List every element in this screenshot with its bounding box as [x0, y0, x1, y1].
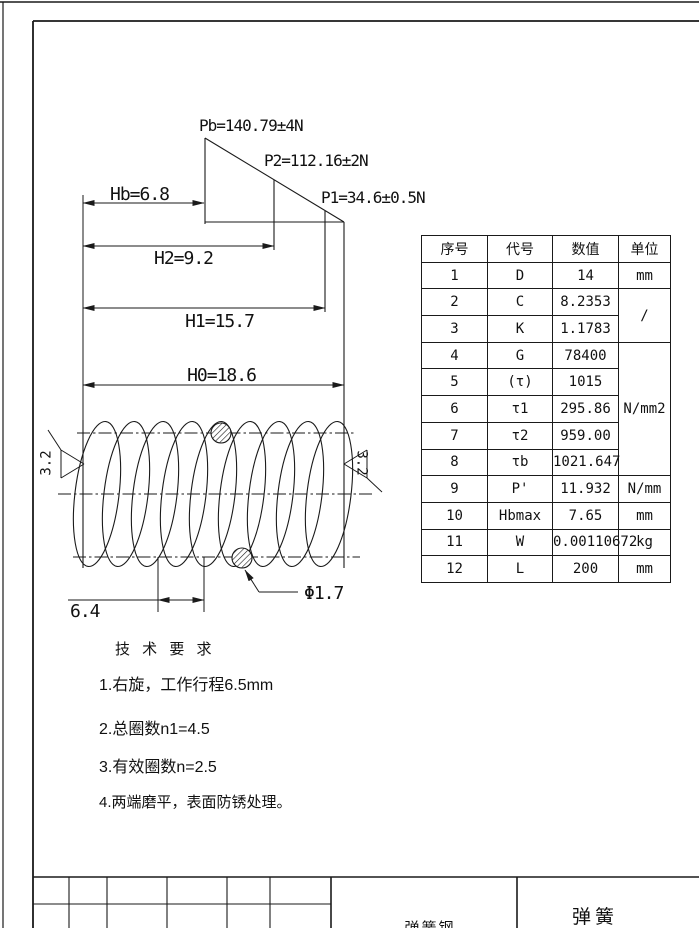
title-block-material: 弹簧钢	[370, 917, 490, 928]
table-row: 9 P' 11.932 N/mm	[421, 475, 671, 503]
unit-cell: mm	[618, 261, 671, 290]
wire-section-top	[210, 422, 232, 444]
load-pb-label: Pb=140.79±4N	[199, 116, 304, 135]
unit-cell: mm	[618, 501, 671, 530]
centerlines	[58, 432, 372, 558]
tech-requirement-item: 3.有效圈数n=2.5	[99, 759, 217, 776]
roughness-right-text: 3.2	[353, 450, 370, 476]
table-header-row: 序号 代号 数值 单位	[421, 235, 671, 263]
tech-requirement-item: 2.总圈数n1=4.5	[99, 721, 210, 738]
title-block-grid	[33, 876, 699, 928]
wire-section-bottom	[231, 547, 253, 569]
table-row: 11 W 0.00110672 kg	[421, 528, 671, 557]
dim-pitch-text: 6.4	[70, 601, 100, 622]
load-p2-label: P2=112.16±2N	[264, 151, 369, 170]
unit-cell: N/mm	[618, 475, 671, 503]
dim-h0-text: H0=18.6	[187, 365, 257, 386]
roughness-left-text: 3.2	[38, 450, 55, 476]
title-block-part-name: 弹簧	[571, 907, 618, 928]
dim-hb-text: Hb=6.8	[109, 184, 170, 205]
unit-cell: kg	[618, 528, 671, 557]
table-row: 6 τ1 295.86	[421, 395, 671, 423]
roughness-symbol-right	[343, 449, 383, 493]
wire-sections	[210, 422, 253, 569]
tech-requirements-title: 技 术 要 求	[115, 641, 216, 658]
spring-coils	[72, 420, 354, 568]
dim-h1-text: H1=15.7	[185, 311, 255, 332]
dimension-lines	[68, 200, 345, 603]
col-header-value: 数值	[552, 235, 619, 263]
parameter-table: 序号 代号 数值 单位 1 D 14 mm 2 C 8.2353 / 3 K 1…	[421, 235, 671, 583]
table-row: 1 D 14 mm	[421, 261, 671, 290]
roughness-symbol-left	[47, 429, 85, 479]
table-row: 8 τb 1021.647	[421, 448, 671, 477]
wire-dia-leader	[244, 569, 298, 593]
table-row: 3 K 1.1783	[421, 315, 671, 343]
tech-requirement-item: 1.右旋，工作行程6.5mm	[99, 677, 274, 694]
col-header-no: 序号	[421, 235, 488, 263]
load-p1-label: P1=34.6±0.5N	[321, 188, 426, 207]
unit-cell: N/mm2	[618, 341, 671, 477]
unit-cell: /	[618, 288, 671, 343]
table-row: 12 L 200 mm	[421, 555, 671, 583]
dim-h2-text: H2=9.2	[153, 248, 214, 269]
col-header-unit: 单位	[618, 235, 671, 263]
table-row: 4 G 78400 N/mm2	[421, 341, 671, 477]
table-row: 2 C 8.2353 /	[421, 288, 671, 343]
unit-cell: mm	[618, 555, 671, 583]
table-row: 7 τ2 959.00	[421, 421, 671, 450]
dim-wire-dia-text: Φ1.7	[304, 583, 344, 604]
table-row: 10 Hbmax 7.65 mm	[421, 501, 671, 530]
col-header-code: 代号	[487, 235, 553, 263]
tech-requirement-item: 4.两端磨平，表面防锈处理。	[99, 794, 292, 811]
